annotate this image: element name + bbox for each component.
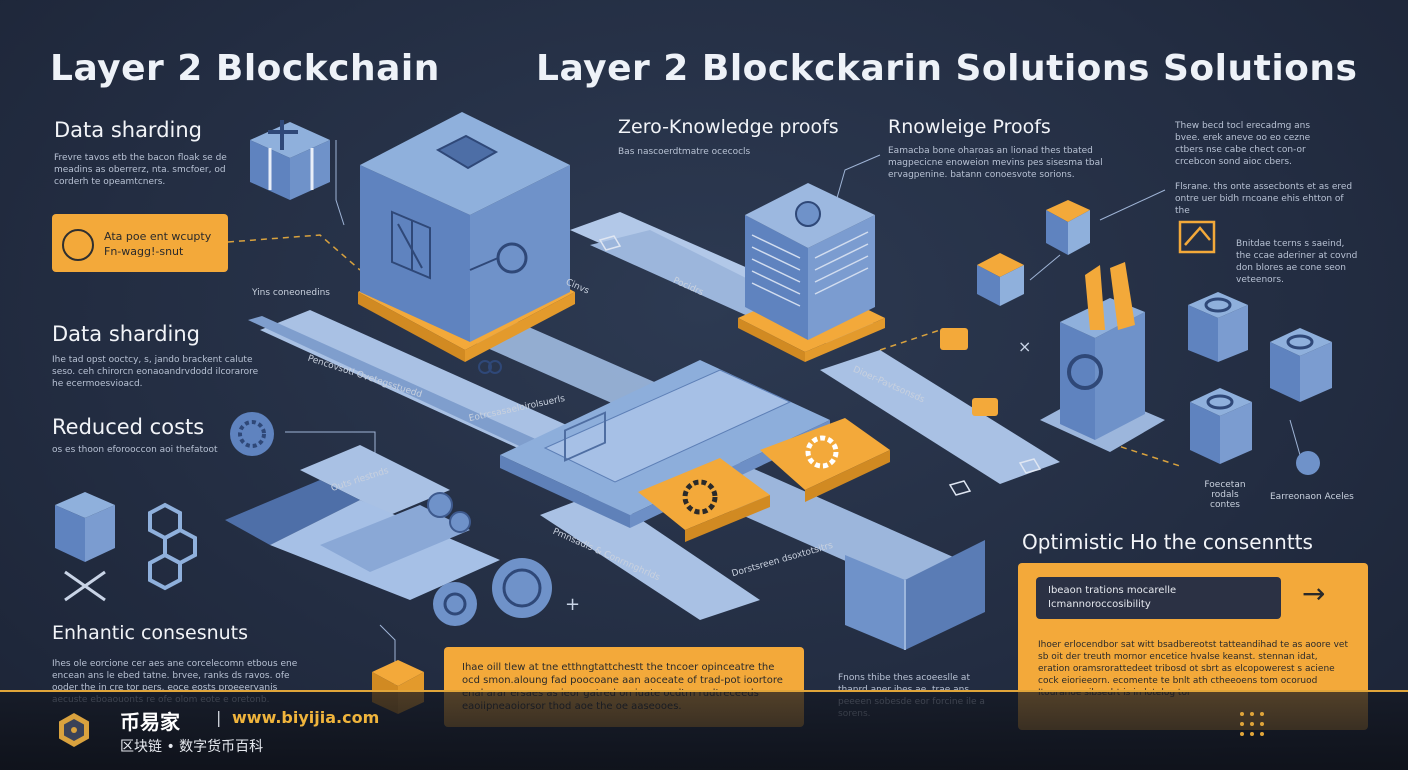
top-right-note: Thew becd tocl erecadmg ans bvee. erek a… <box>1175 121 1311 167</box>
brand-subtitle: 区块链 • 数字货币百科 <box>120 739 264 755</box>
knowledge-proofs-heading: Rnowleige Proofs <box>888 116 1051 138</box>
left-title: Layer 2 Blockchain <box>50 48 440 89</box>
svg-text:×: × <box>1018 337 1031 356</box>
brand-logo-icon <box>56 712 92 748</box>
data-sharding-text-2: Ihe tad opst ooctcy, s, jando brackent c… <box>52 355 259 389</box>
data-sharding-heading-2: Data sharding <box>52 322 201 346</box>
connecting-label: Yins coneonedins <box>252 288 330 298</box>
svg-text:+: + <box>565 594 580 615</box>
knowledge-proofs-text: Eamacba bone oharoas an lionad thes tbat… <box>888 146 1103 180</box>
callout-box: Ata poe ent wcupty Fn-wagg!-snut <box>52 214 228 272</box>
brand-name: 币易家 <box>120 710 180 734</box>
optimistic-heading: Optimistic Ho the consenntts <box>1022 530 1313 554</box>
enhanced-consensus-heading: Enhantic consesnuts <box>52 622 249 644</box>
right-title: Layer 2 Blockckarin Solutions Solutions <box>536 48 1358 89</box>
right-note-2: Flsrane. ths onte assecbonts et as ered … <box>1175 182 1353 216</box>
zero-knowledge-heading: Zero-Knowledge proofs <box>618 116 839 138</box>
wrench-icon <box>62 229 94 261</box>
optimistic-banner: Ibeaon trations mocarelle Icmannoroccosi… <box>1036 577 1281 619</box>
data-sharding-heading-1: Data sharding <box>54 118 203 142</box>
dots-grid-icon <box>1238 710 1268 740</box>
callout-line-1: Ata poe ent wcupty <box>104 230 212 243</box>
optimistic-banner-line-2: Icmannoroccosibility <box>1048 599 1151 610</box>
callout-line-2: Fn-wagg!-snut <box>104 245 184 258</box>
data-sharding-text-1: Frevre tavos etb the bacon floak se de m… <box>54 153 227 187</box>
footer-bar: 币易家 | www.biyijia.com 区块链 • 数字货币百科 <box>0 690 1408 770</box>
zero-knowledge-text: Bas nascoerdtmatre ocecocls <box>618 147 751 157</box>
arrow-right-icon: → <box>1302 577 1326 610</box>
right-note-3: Bnitdae tcerns s saeind, the ccae aderin… <box>1236 239 1358 285</box>
reduced-costs-text: os es thoon eforooccon aoi thefatoot <box>52 445 218 455</box>
brand-url-link[interactable]: www.biyijia.com <box>232 708 380 727</box>
right-caption-2: Earreonaon Aceles <box>1270 492 1354 502</box>
brand-divider: | <box>216 708 222 727</box>
optimistic-banner-line-1: Ibeaon trations mocarelle <box>1048 585 1177 596</box>
right-caption-1: Foecetan rodals contes <box>1204 480 1246 510</box>
reduced-costs-heading: Reduced costs <box>52 415 205 439</box>
